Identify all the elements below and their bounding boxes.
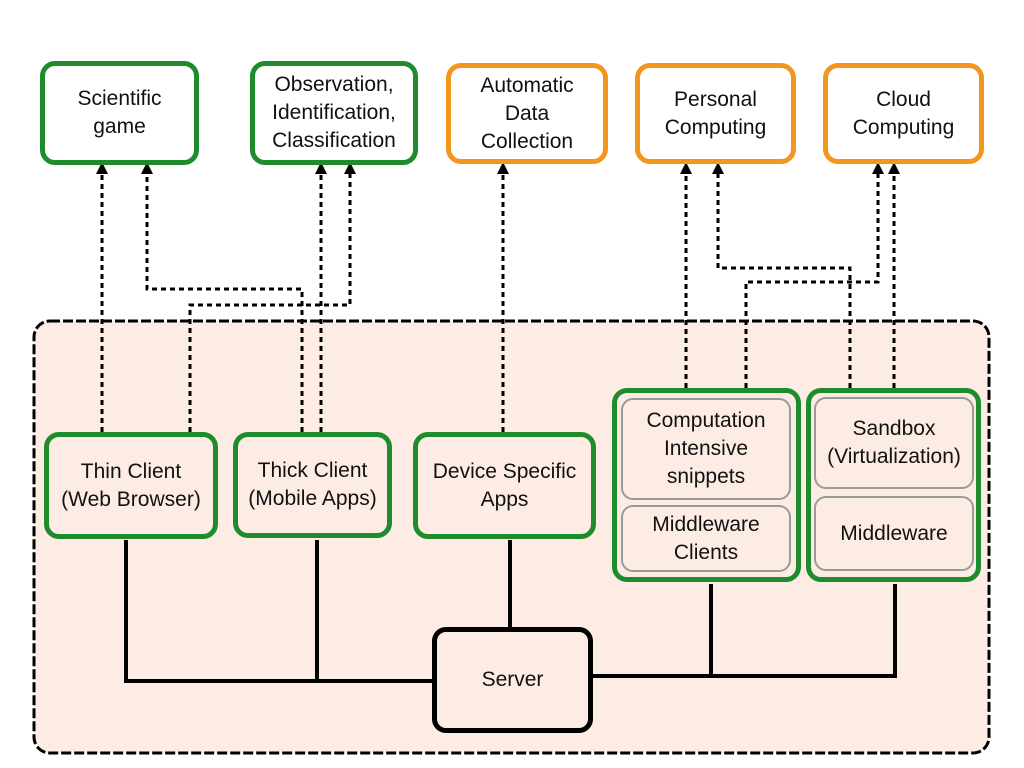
thick-client-box: Thick Client (Mobile Apps) xyxy=(233,432,392,538)
goal-personal-computing-label: Personal Computing xyxy=(664,87,767,139)
server-box: Server xyxy=(432,627,593,733)
arrow-thick-to-scientific-game xyxy=(141,162,304,432)
middleware-box: Middleware xyxy=(814,496,974,571)
arrow-sandbox-to-personal xyxy=(712,162,852,388)
goal-cloud-computing-label: Cloud Computing xyxy=(852,87,955,139)
device-specific-apps-label: Device Specific Apps xyxy=(432,459,577,511)
computation-intensive-snippets-box: Computation Intensive snippets xyxy=(621,398,791,500)
goal-scientific-game-label: Scientific game xyxy=(77,87,162,138)
goal-cloud-computing: Cloud Computing xyxy=(823,63,984,164)
sandbox-virtualization-box: Sandbox (Virtualization) xyxy=(814,397,974,489)
thin-client-box: Thin Client (Web Browser) xyxy=(44,432,218,539)
server-bus xyxy=(124,540,897,683)
computation-intensive-label: Computation Intensive snippets xyxy=(646,409,766,488)
arrow-compute-to-cloud xyxy=(744,162,884,388)
thin-client-label: Thin Client (Web Browser) xyxy=(61,459,201,511)
dotted-connections xyxy=(96,162,900,432)
middleware-clients-label: Middleware Clients xyxy=(652,512,760,564)
goal-observation-label: Observation, Identification, Classificat… xyxy=(272,73,396,152)
goal-observation: Observation, Identification, Classificat… xyxy=(250,61,418,165)
goal-automatic-data-collection: Automatic Data Collection xyxy=(446,63,608,164)
server-label: Server xyxy=(481,668,544,691)
goal-personal-computing: Personal Computing xyxy=(635,63,796,164)
goal-scientific-game: Scientific game xyxy=(40,61,199,165)
thick-client-label: Thick Client (Mobile Apps) xyxy=(248,459,377,510)
sandbox-label: Sandbox (Virtualization) xyxy=(827,417,961,468)
middleware-label: Middleware xyxy=(840,521,948,545)
device-specific-apps-box: Device Specific Apps xyxy=(413,432,596,539)
middleware-clients-box: Middleware Clients xyxy=(621,505,791,572)
arrow-thin-to-observation xyxy=(188,162,356,432)
goal-automatic-data-label: Automatic Data Collection xyxy=(480,73,574,153)
